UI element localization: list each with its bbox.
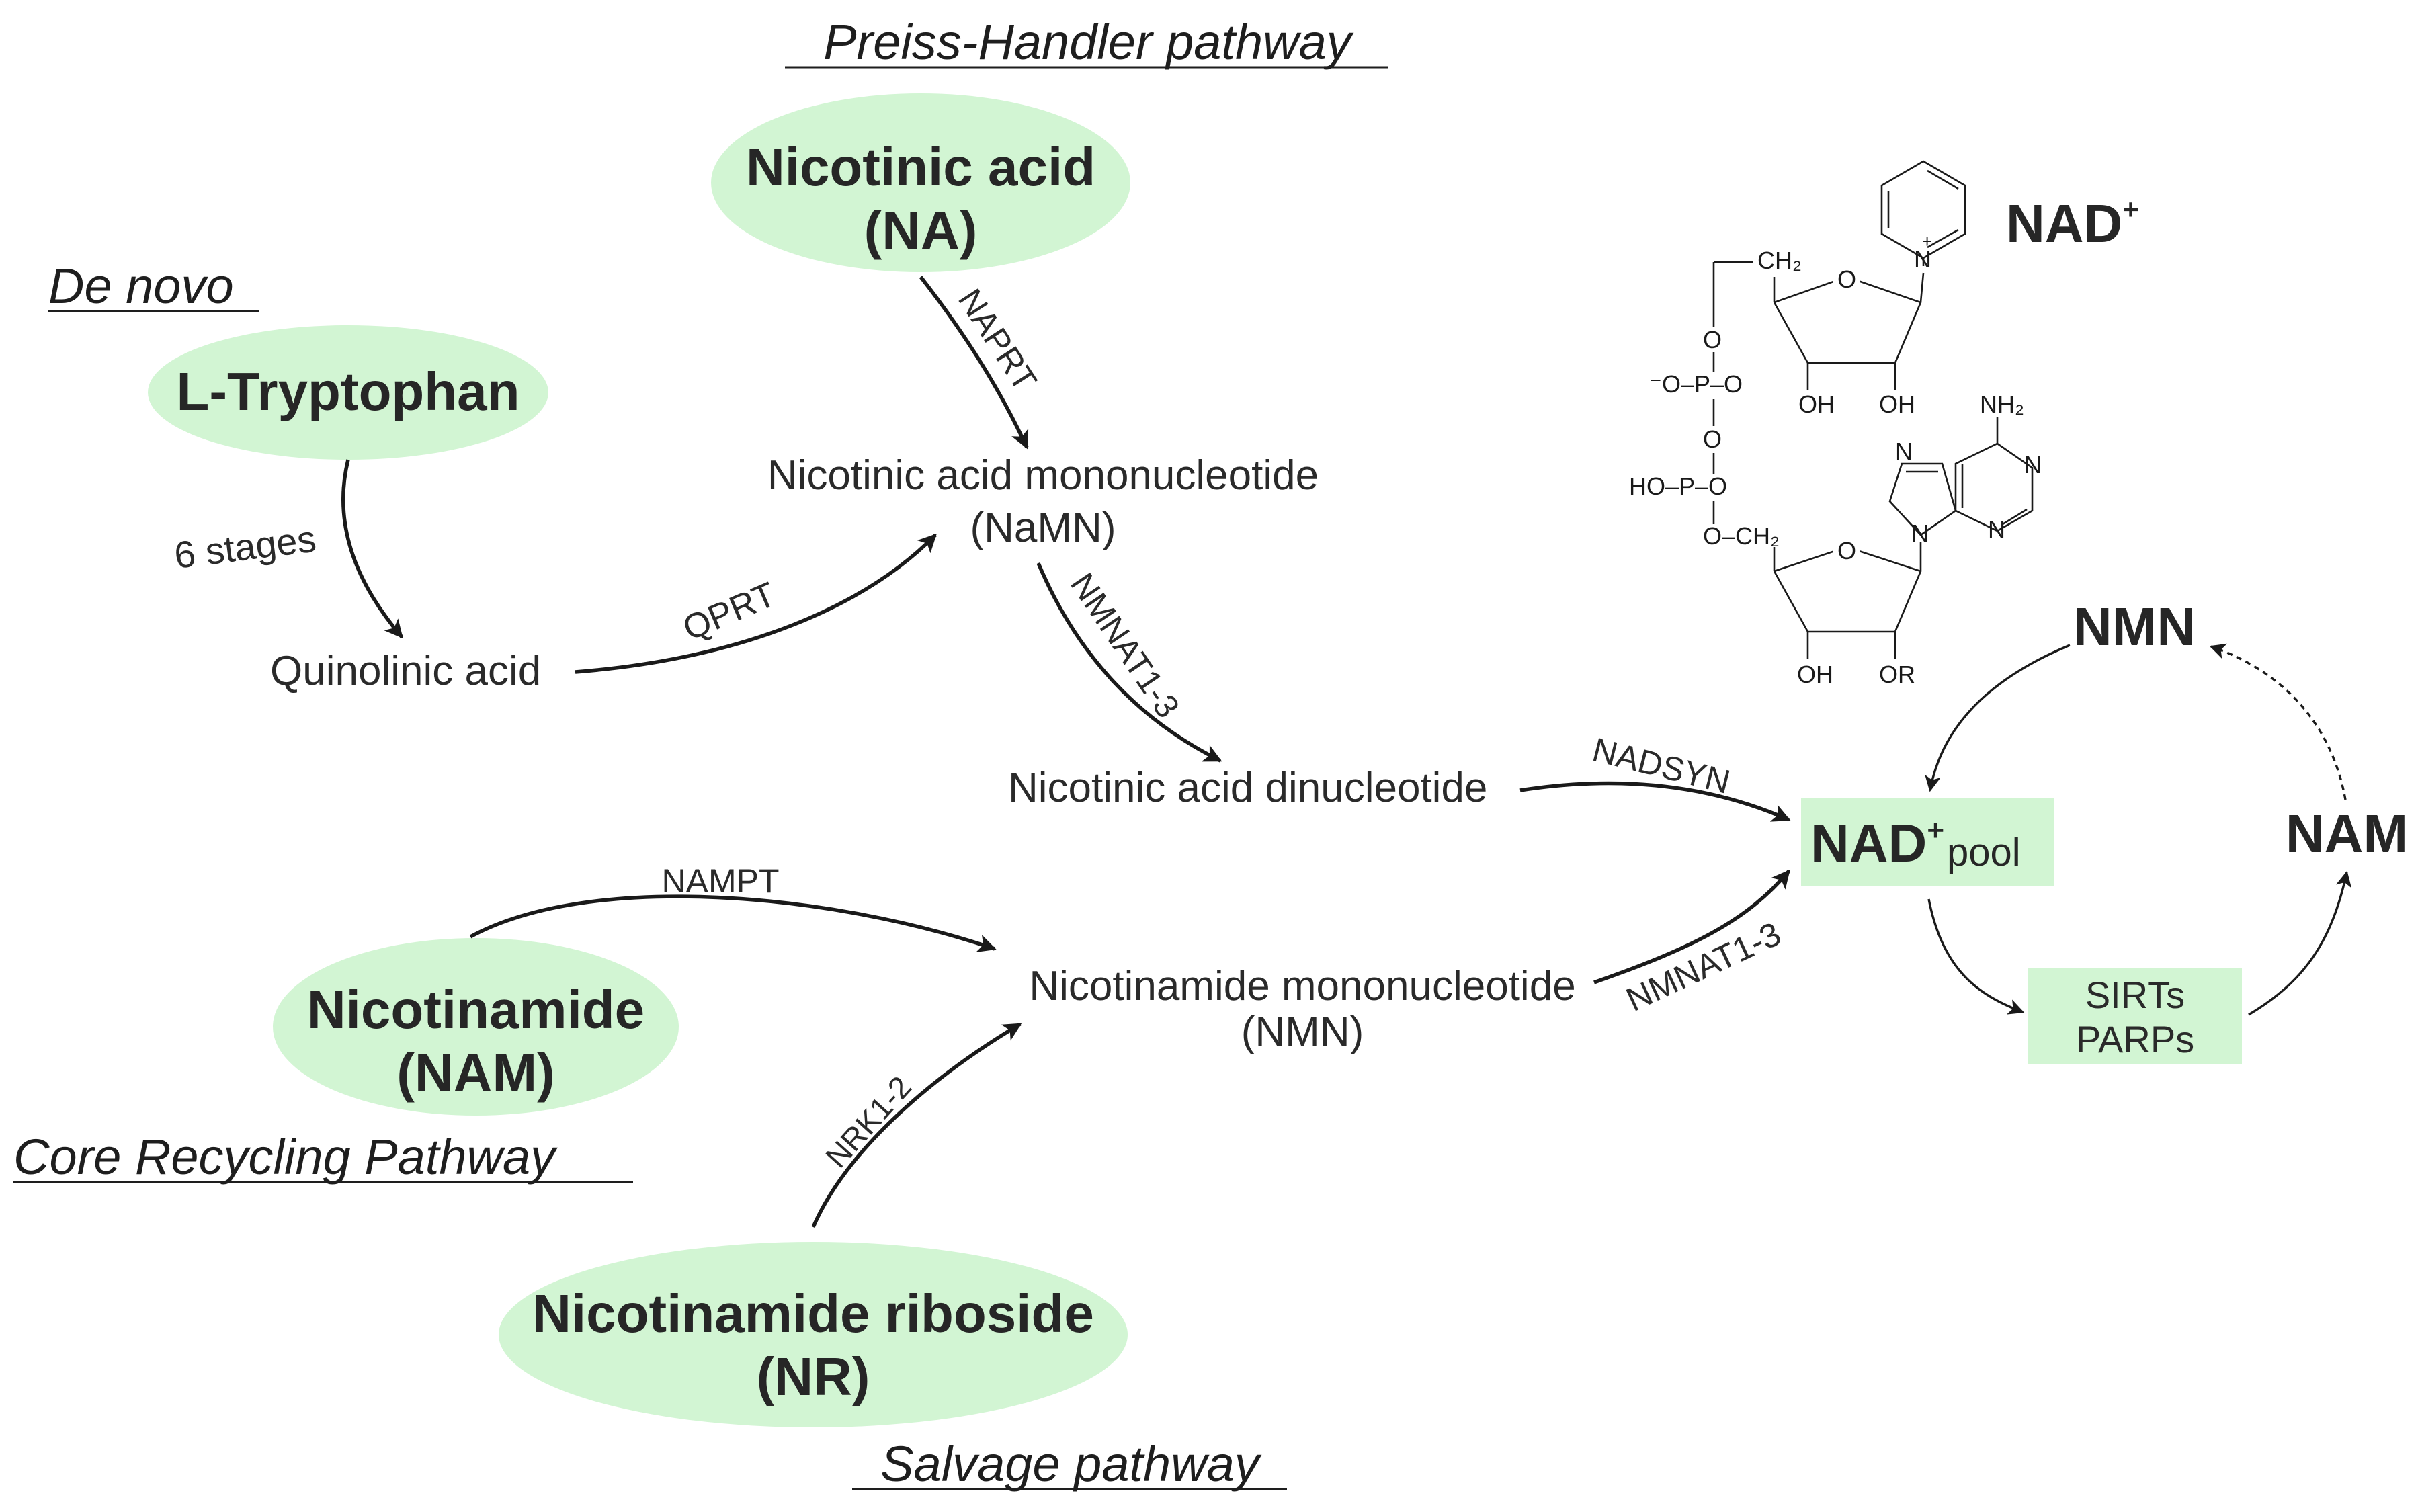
cycle-nmn: NMN: [2073, 597, 2196, 657]
arrow-nam-to-nmn-dotted: [2209, 643, 2347, 800]
svg-text:L-Tryptophan: L-Tryptophan: [176, 362, 519, 421]
svg-text:Nicotinamide: Nicotinamide: [307, 980, 644, 1040]
ribose-upper-icon: [1712, 261, 1925, 390]
cycle-nam: NAM: [2286, 804, 2408, 864]
enzyme-six-stages: 6 stages: [172, 517, 319, 577]
arrow-namn-to-naad: [1036, 562, 1222, 763]
arrow-nr-to-nmn: [811, 1022, 1022, 1228]
node-l-tryptophan: L-Tryptophan: [148, 325, 548, 460]
pyridinium-ring-icon: [1880, 160, 1966, 266]
svg-text:CH₂: CH₂: [1757, 247, 1802, 274]
svg-text:N: N: [1988, 515, 2005, 543]
arrow-nmn-to-pool: [1593, 869, 1791, 984]
adenine-ring-icon: [1888, 417, 2034, 536]
arrow-trp-to-quinolinic: [341, 459, 404, 639]
svg-text:N: N: [1911, 519, 1929, 547]
enzyme-nampt: NAMPT: [662, 862, 780, 900]
svg-text:(NaMN): (NaMN): [970, 505, 1116, 551]
svg-text:Preiss-Handler pathway: Preiss-Handler pathway: [823, 14, 1354, 70]
arrow-naad-to-pool: [1519, 781, 1791, 822]
arrow-na-to-namn: [919, 276, 1029, 450]
svg-text:OH: OH: [1797, 661, 1833, 688]
svg-text:Salvage pathway: Salvage pathway: [880, 1436, 1262, 1492]
svg-text:HO–P–O: HO–P–O: [1629, 472, 1727, 500]
node-nicotinamide-riboside: Nicotinamide riboside (NR): [499, 1242, 1128, 1427]
svg-text:PARPs: PARPs: [2076, 1018, 2194, 1060]
enzyme-qprt: QPRT: [677, 575, 782, 648]
svg-text:NAD+pool: NAD+pool: [1810, 813, 2021, 874]
svg-text:O: O: [1837, 265, 1856, 293]
arrow-quinolinic-to-namn: [575, 534, 937, 674]
svg-text:SIRTs: SIRTs: [2085, 974, 2185, 1016]
svg-text:NH₂: NH₂: [1980, 390, 2024, 418]
svg-text:O: O: [1837, 537, 1856, 564]
svg-text:OR: OR: [1879, 661, 1915, 688]
arrow-pool-to-sirts: [1927, 898, 2025, 1015]
svg-text:(NMN): (NMN): [1241, 1009, 1364, 1055]
svg-text:+: +: [1922, 231, 1932, 251]
intermediate-namn: Nicotinic acid mononucleotide (NaMN): [767, 452, 1319, 551]
svg-text:OH: OH: [1798, 390, 1835, 418]
nad-pool-box: NAD+pool: [1801, 798, 2054, 886]
pathway-title-core-recycling: Core Recycling Pathway: [13, 1129, 633, 1185]
enzyme-nadsyn: NADSYN: [1589, 730, 1734, 801]
svg-text:⁻O–P–O: ⁻O–P–O: [1649, 370, 1743, 398]
svg-text:NAD+: NAD+: [2006, 194, 2139, 253]
svg-text:Nicotinamide riboside: Nicotinamide riboside: [532, 1284, 1094, 1343]
enzyme-nrk: NRK1-2: [819, 1069, 918, 1174]
node-nicotinamide: Nicotinamide (NAM): [273, 938, 679, 1116]
nad-structure: NAD+ N + O CH₂ OH OH O ⁻O–P–O: [1629, 160, 2139, 688]
enzyme-nmnat-lower: NMNAT1-3: [1620, 915, 1786, 1019]
intermediate-nmn: Nicotinamide mononucleotide (NMN): [1029, 963, 1575, 1055]
pathway-title-de-novo: De novo: [48, 258, 259, 314]
svg-text:OH: OH: [1879, 390, 1915, 418]
svg-text:N: N: [1914, 245, 1931, 273]
svg-text:(NA): (NA): [864, 200, 978, 260]
svg-text:Nicotinamide mononucleotide: Nicotinamide mononucleotide: [1029, 963, 1575, 1009]
svg-text:O–CH₂: O–CH₂: [1703, 522, 1780, 550]
svg-text:Nicotinic acid mononucleotide: Nicotinic acid mononucleotide: [767, 452, 1319, 499]
svg-text:(NAM): (NAM): [397, 1043, 554, 1103]
arrow-sirts-to-nam: [2248, 870, 2352, 1016]
arrow-nam-to-nmn: [469, 894, 997, 953]
sirts-parps-box: SIRTs PARPs: [2028, 968, 2242, 1064]
svg-text:Core Recycling Pathway: Core Recycling Pathway: [13, 1129, 558, 1185]
svg-text:De novo: De novo: [48, 258, 234, 314]
svg-text:Nicotinic acid: Nicotinic acid: [746, 137, 1095, 197]
pathway-title-preiss-handler: Preiss-Handler pathway: [785, 14, 1388, 70]
intermediate-naad: Nicotinic acid dinucleotide: [1008, 765, 1487, 811]
svg-text:N: N: [2024, 451, 2042, 478]
intermediate-quinolinic-acid: Quinolinic acid: [270, 648, 541, 694]
arrow-nmn-to-pool: [1925, 644, 2071, 792]
svg-text:O: O: [1703, 425, 1722, 453]
svg-text:O: O: [1703, 326, 1722, 353]
pathway-title-salvage: Salvage pathway: [852, 1436, 1287, 1492]
svg-text:(NR): (NR): [757, 1347, 870, 1406]
svg-text:N: N: [1895, 437, 1913, 465]
node-nicotinic-acid: Nicotinic acid (NA): [711, 93, 1130, 272]
